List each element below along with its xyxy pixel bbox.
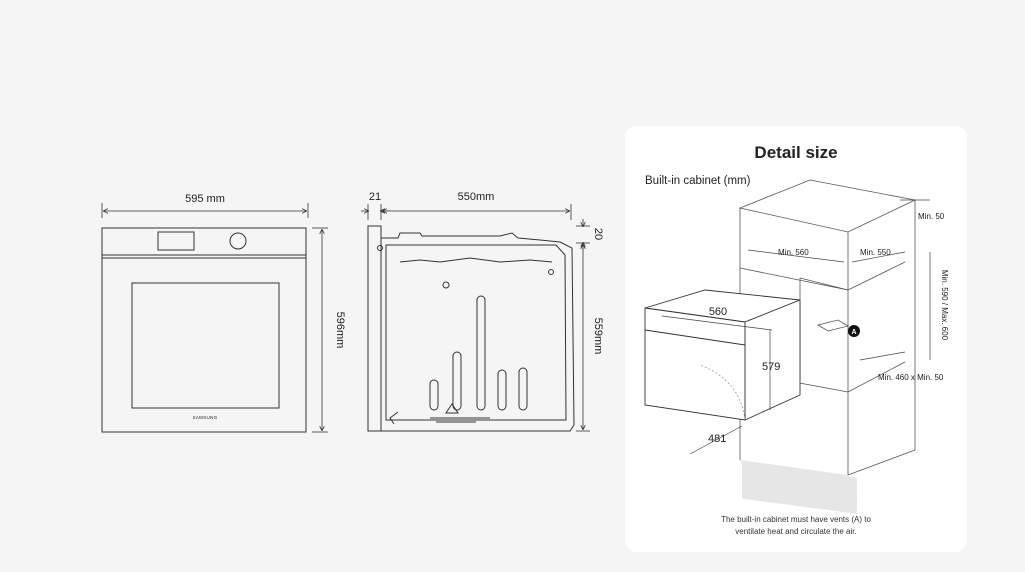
oven-window	[131, 282, 280, 409]
side-view: 21 550mm	[361, 191, 604, 432]
depth-label: 550mm	[458, 191, 495, 203]
side-oven-outline	[367, 225, 575, 432]
front-view: 595 mm SAMSUNG 596mm	[101, 193, 346, 433]
cabinet-plinth-front	[742, 462, 857, 514]
detail-subtitle: Built-in cabinet (mm)	[645, 175, 751, 187]
brand-logo: SAMSUNG	[193, 415, 218, 420]
oven-depth-label: 481	[708, 433, 726, 445]
door-swing-arc	[699, 364, 746, 421]
front-oven-body	[101, 227, 307, 433]
detail-dimension-lines	[661, 199, 931, 455]
door-thickness-label: 21	[369, 191, 381, 203]
side-height-label: 559mm	[592, 318, 604, 355]
front-width-dimension	[101, 203, 309, 218]
vent-marker-label: A	[851, 329, 856, 336]
side-oven-ribs	[429, 295, 528, 414]
min-560-label: Min. 560	[778, 248, 809, 257]
vent-marker-icon	[848, 325, 860, 337]
front-height-label: 596mm	[334, 312, 346, 349]
display-panel	[157, 231, 195, 251]
front-width-label: 595 mm	[185, 193, 225, 205]
oven-width-label: 560	[709, 306, 727, 318]
min-550-label: Min. 550	[860, 248, 891, 257]
oven-height-label: 579	[762, 361, 780, 373]
control-knob	[229, 232, 247, 250]
min-460-min-50-label: Min. 460 x Min. 50	[878, 373, 944, 382]
detail-oven	[644, 289, 801, 421]
detail-title: Detail size	[754, 143, 837, 162]
front-height-dimension	[312, 227, 328, 433]
detail-size-panel: Detail size Built-in cabinet (mm)	[625, 126, 967, 552]
vent-note-line-1: The built-in cabinet must have vents (A)…	[721, 515, 871, 524]
side-height-dimension	[576, 219, 590, 432]
min-590-max-600-label: Min. 590 / Max. 600	[940, 270, 949, 341]
top-offset-label: 20	[592, 228, 604, 240]
vent-note-line-2: ventilate heat and circulate the air.	[735, 527, 856, 536]
min-50-top-label: Min. 50	[918, 212, 945, 221]
side-depth-dimension	[361, 204, 572, 220]
